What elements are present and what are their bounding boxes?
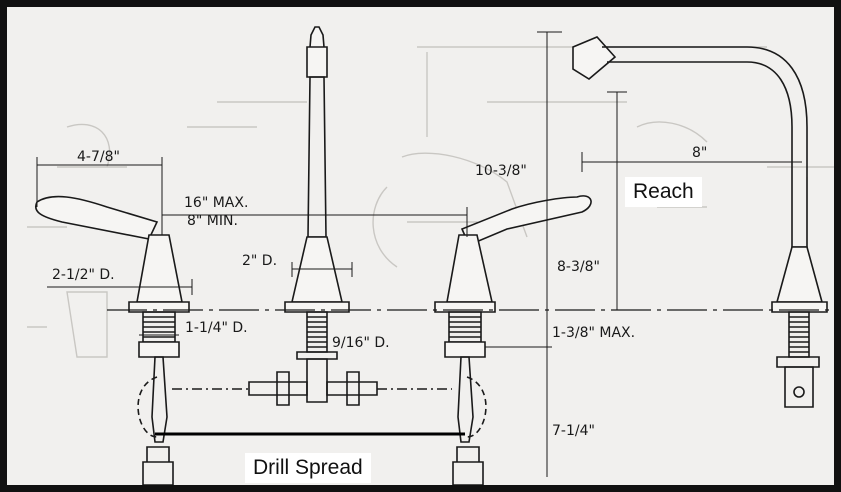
right-bottom-fitting: [452, 446, 484, 485]
side-shank-threads: [788, 311, 810, 358]
side-fitting: [784, 366, 814, 408]
reach-callout: Reach: [625, 177, 702, 207]
dim-shank-length: 7-1/4": [552, 423, 595, 439]
side-spout-head: [572, 36, 617, 80]
dim-spout-height: 10-3/8": [475, 163, 527, 179]
right-handle-body: [446, 234, 493, 303]
dim-spread-max: 16" MAX.: [184, 195, 248, 211]
dim-handle-width: 4-7/8": [77, 149, 120, 165]
tee-side-connector: [248, 371, 378, 406]
left-nut: [138, 341, 180, 358]
left-handle-body: [136, 234, 183, 303]
left-shank-threads: [142, 311, 176, 343]
dim-escutcheon-dia: 2-1/2" D.: [52, 267, 115, 283]
dim-shank-dia: 1-1/4" D.: [185, 320, 248, 336]
side-spout-neck: [602, 46, 808, 248]
spout-lock-nut: [296, 351, 338, 360]
left-handle: [35, 195, 159, 240]
supply-loop-left: [137, 376, 158, 438]
dim-spread-min: 8" MIN.: [187, 213, 238, 229]
left-bottom-fitting: [142, 446, 174, 485]
dim-spout-clearance: 8-3/8": [557, 259, 600, 275]
dim-deck-thickness: 1-3/8" MAX.: [552, 325, 635, 341]
side-spout-base: [775, 246, 824, 303]
right-handle: [460, 195, 592, 247]
spout-shank-threads: [306, 311, 328, 353]
side-nut: [776, 356, 820, 368]
supply-loop-right: [466, 376, 487, 438]
faucet-diagram: 4-7/8" 16" MAX. 8" MIN. 10-3/8" 8" 2-1/2…: [27, 26, 834, 485]
tee-fitting: [306, 358, 328, 403]
drill-spread-callout: Drill Spread: [245, 453, 371, 483]
faucet-outline: [35, 26, 828, 485]
right-supply-stem: [457, 356, 474, 443]
dim-spout-base-dia: 2" D.: [242, 253, 277, 269]
dim-spout-shank-dia: 9/16" D.: [332, 335, 390, 351]
left-supply-stem: [151, 356, 168, 443]
spout-tube: [307, 76, 327, 238]
right-nut: [444, 341, 486, 358]
dim-reach-width: 8": [692, 145, 707, 161]
spout-tip: [306, 26, 328, 78]
dimension-lines: [36, 31, 802, 477]
right-shank-threads: [448, 311, 482, 343]
